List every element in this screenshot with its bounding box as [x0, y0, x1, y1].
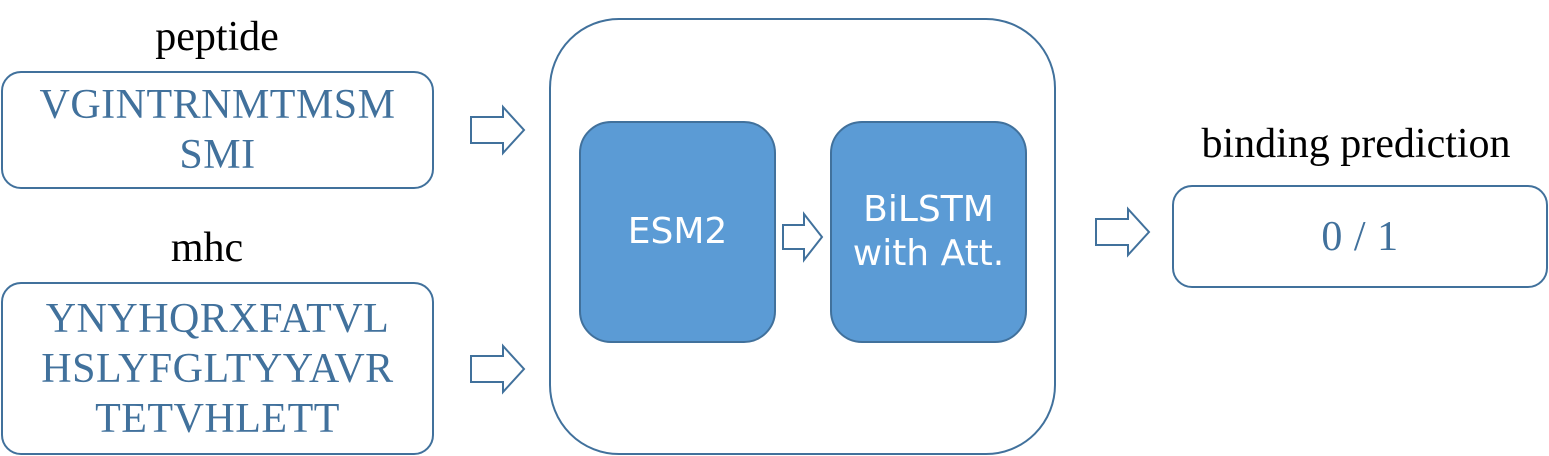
mhc-label: mhc [170, 225, 244, 271]
peptide-to-model-arrow-icon [470, 104, 526, 156]
mhc-sequence-line: TETVHLETT [95, 395, 340, 442]
model-to-output-arrow-icon [1095, 206, 1151, 258]
mhc-to-model-arrow-icon [470, 343, 526, 395]
mhc-sequence-line: YNYHQRXFATVL [45, 295, 390, 342]
output-label: binding prediction [1201, 121, 1511, 167]
mhc-sequence-box: YNYHQRXFATVL HSLYFGLTYYAVR TETVHLETT [1, 282, 434, 455]
output-value-box: 0 / 1 [1172, 185, 1548, 288]
esm2-block: ESM2 [579, 121, 776, 343]
mhc-sequence-line: HSLYFGLTYYAVR [41, 345, 394, 392]
peptide-label: peptide [155, 14, 279, 60]
esm2-to-bilstm-arrow-icon [782, 211, 824, 263]
peptide-sequence-box: VGINTRNMTMSM SMI [1, 71, 434, 189]
bilstm-attention-block: BiLSTM with Att. [830, 121, 1027, 343]
bilstm-block-label-line: BiLSTM [863, 189, 994, 230]
output-value: 0 / 1 [1321, 213, 1399, 260]
bilstm-block-label-line: with Att. [852, 233, 1005, 274]
peptide-sequence-line: VGINTRNMTMSM [39, 82, 396, 128]
peptide-sequence-line: SMI [179, 132, 256, 178]
esm2-block-label: ESM2 [627, 211, 728, 252]
